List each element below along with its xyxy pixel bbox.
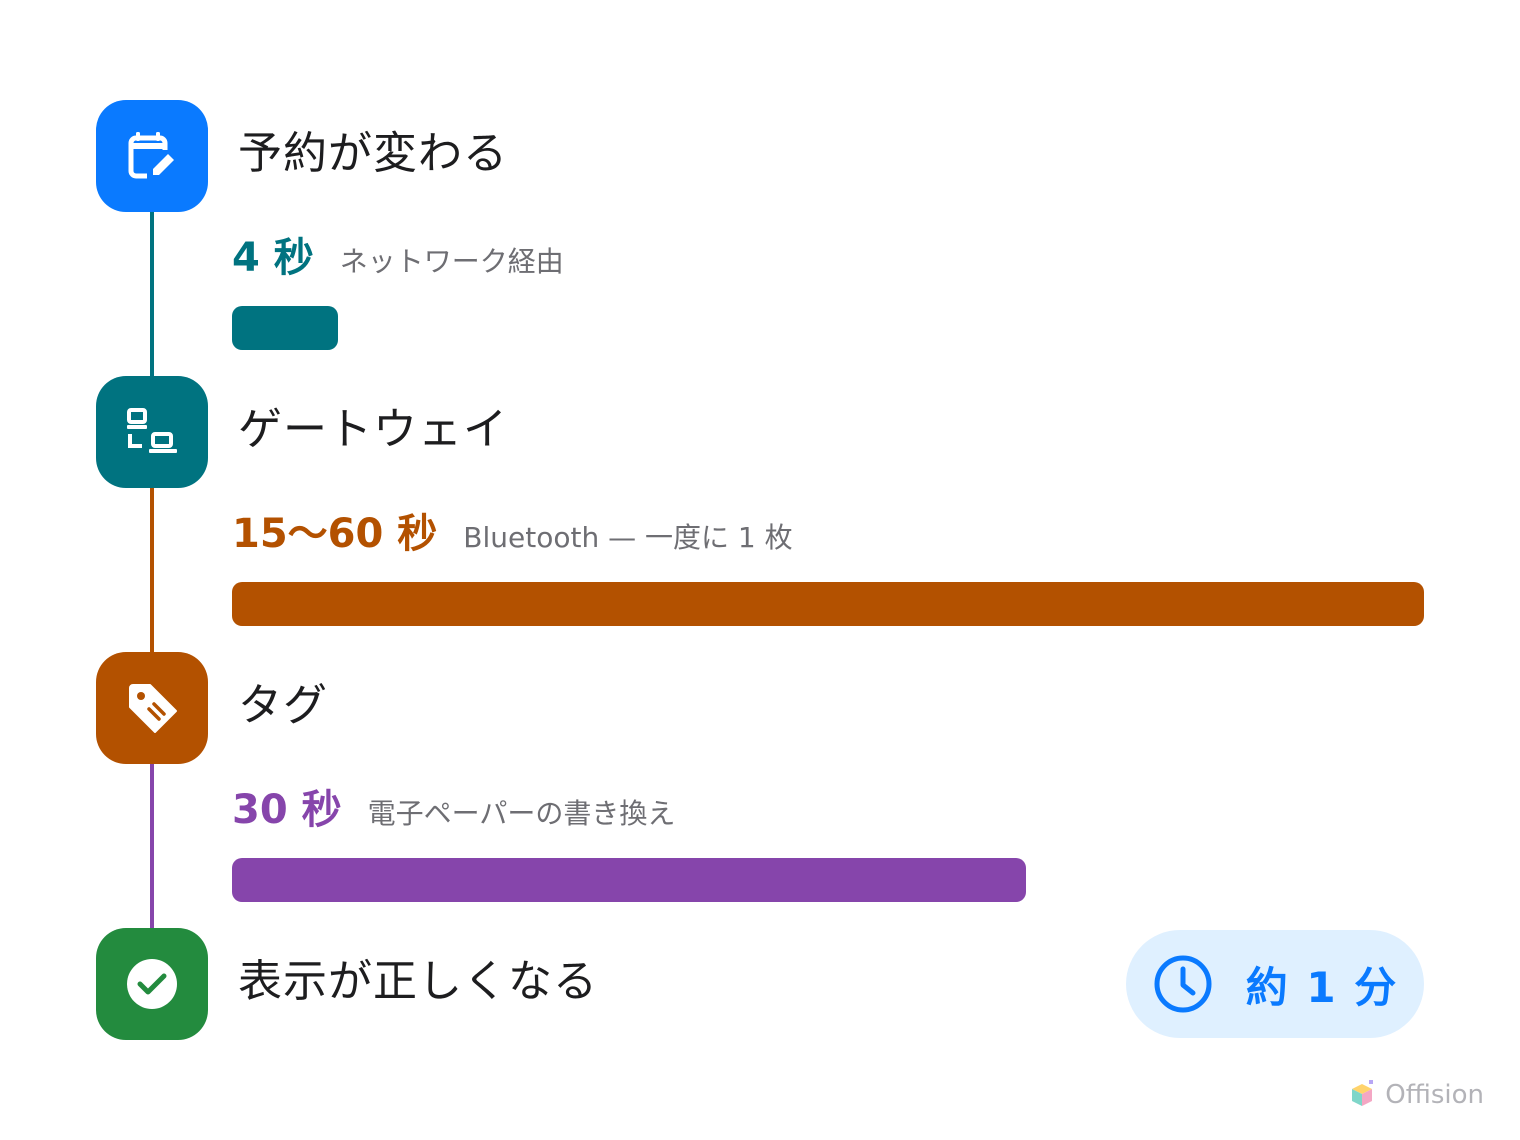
duration-1-note: ネットワーク経由: [339, 245, 564, 278]
total-time-badge: 約 1 分: [1126, 930, 1424, 1038]
step-3-title: タグ: [238, 680, 328, 731]
duration-2-value: 15〜60 秒: [232, 511, 438, 557]
duration-1: 4 秒 ネットワーク経由: [232, 238, 564, 278]
duration-1-value: 4 秒: [232, 235, 314, 281]
step-3-icon-box: [96, 652, 208, 764]
connector-2: [150, 488, 154, 652]
connector-3: [150, 764, 154, 928]
duration-1-bar: [232, 306, 1424, 350]
duration-2-note: Bluetooth — 一度に 1 枚: [463, 521, 793, 554]
duration-3: 30 秒 電子ペーパーの書き換え: [232, 790, 675, 830]
step-1-title: 予約が変わる: [238, 128, 508, 179]
step-4-title: 表示が正しくなる: [238, 956, 598, 1007]
duration-1-bar-fill: [232, 306, 339, 350]
step-2-icon-box: [96, 376, 208, 488]
step-2-title: ゲートウェイ: [238, 404, 508, 455]
tag-icon: [129, 684, 177, 733]
clock-icon: [1154, 955, 1212, 1013]
duration-2-bar: [232, 582, 1424, 626]
check-circle-icon: [127, 959, 177, 1009]
brand-watermark: Offision: [1349, 1080, 1484, 1110]
offision-logo-icon: [1352, 1080, 1374, 1106]
brand-name: Offision: [1385, 1080, 1484, 1110]
step-4-icon-box: [96, 928, 208, 1040]
duration-3-note: 電子ペーパーの書き換え: [367, 797, 676, 830]
duration-3-bar-fill: [232, 858, 1026, 902]
duration-3-value: 30 秒: [232, 787, 342, 833]
network-devices-icon: [127, 408, 177, 453]
duration-2: 15〜60 秒 Bluetooth — 一度に 1 枚: [232, 514, 793, 554]
connector-1: [150, 212, 154, 376]
duration-3-bar: [232, 858, 1424, 902]
step-1-icon-box: [96, 100, 208, 212]
calendar-edit-icon: [128, 132, 174, 179]
duration-2-bar-fill: [232, 582, 1424, 626]
total-time-label: 約 1 分: [1245, 962, 1399, 1012]
